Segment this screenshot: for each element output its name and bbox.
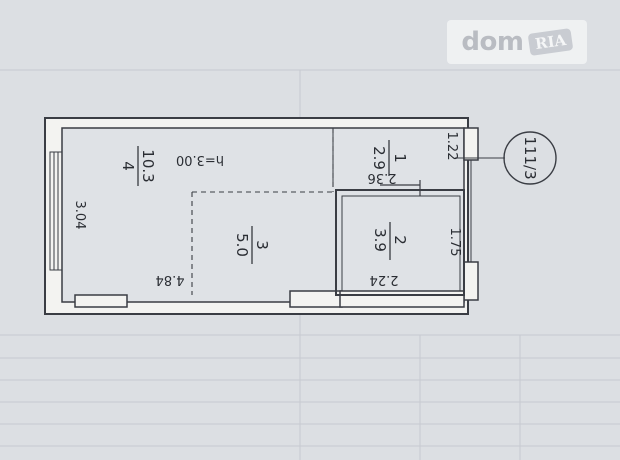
- outer-walls: [44, 117, 469, 315]
- room-2-walls: [335, 189, 465, 296]
- dimension-3-04: 3.04: [72, 201, 87, 230]
- room-2-area: 3.9: [371, 228, 389, 252]
- room-4-number: 4: [119, 161, 137, 171]
- room-1-number: 1: [391, 153, 409, 163]
- room-2-number: 2: [391, 235, 409, 245]
- dimension-4-84: 4.84: [156, 272, 185, 287]
- plan-marker-label: 111/3: [521, 136, 539, 179]
- watermark: dom RIA: [447, 20, 587, 64]
- left-wall-window: [49, 151, 63, 271]
- room-1-door: [380, 180, 421, 196]
- dimension-1-22: 1.22: [444, 132, 459, 161]
- room-3-area: 5.0: [233, 233, 251, 257]
- room-4-area: 10.3: [139, 149, 157, 182]
- ceiling-height-label: h=3.00: [176, 152, 224, 167]
- room-1-area: 2.9: [370, 146, 388, 170]
- watermark-brand: dom: [461, 27, 524, 57]
- background-form-lines: [0, 69, 620, 460]
- room-3-dashed-zone: [191, 128, 334, 295]
- right-wall-window: [463, 127, 479, 301]
- dimension-2-36: 2.36: [368, 170, 397, 185]
- plan-marker: [455, 131, 557, 185]
- dimension-1-75: 1.75: [447, 228, 462, 257]
- watermark-badge: RIA: [528, 28, 574, 56]
- room-3-number: 3: [253, 240, 271, 250]
- dimension-2-24: 2.24: [370, 272, 399, 287]
